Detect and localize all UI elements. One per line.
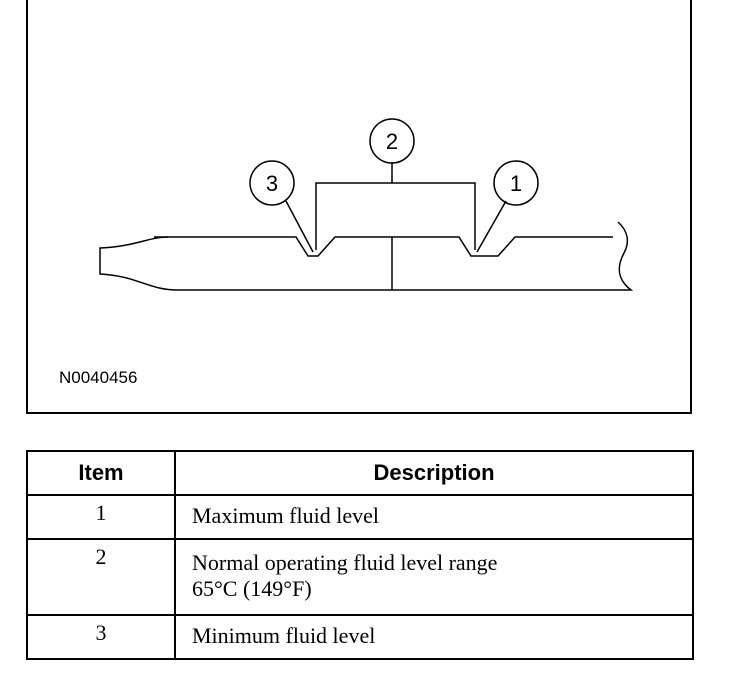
description-column-header: Description	[174, 450, 694, 496]
item-number: 3	[26, 614, 176, 660]
callout-2-circle	[369, 118, 415, 164]
callout-3-circle	[249, 160, 295, 206]
table-row: 2 Normal operating fluid level range 65°…	[26, 538, 694, 616]
table-header-row: Item Description	[26, 450, 694, 496]
item-description: Normal operating fluid level range 65°C …	[174, 538, 694, 616]
callout-1-circle	[493, 160, 539, 206]
callout-3-leader	[285, 200, 314, 253]
figure-id: N0040456	[59, 368, 138, 387]
table-row: 1 Maximum fluid level	[26, 494, 694, 540]
dipstick-figure: 2 3 1 N0040456	[26, 0, 692, 414]
dipstick-diagram: 2 3 1	[99, 118, 634, 291]
item-column-header: Item	[26, 450, 176, 496]
dipstick-outline	[99, 221, 634, 291]
callout-1-leader	[476, 200, 507, 253]
item-description: Maximum fluid level	[174, 494, 694, 540]
callout-3-label: 3	[266, 171, 278, 196]
item-number: 2	[26, 538, 176, 616]
range-bracket	[315, 182, 476, 250]
callout-1-label: 1	[510, 171, 522, 196]
item-number: 1	[26, 494, 176, 540]
table-row: 3 Minimum fluid level	[26, 614, 694, 660]
item-description: Minimum fluid level	[174, 614, 694, 660]
callout-2-label: 2	[386, 129, 398, 154]
legend-table: Item Description 1 Maximum fluid level 2…	[26, 450, 694, 660]
